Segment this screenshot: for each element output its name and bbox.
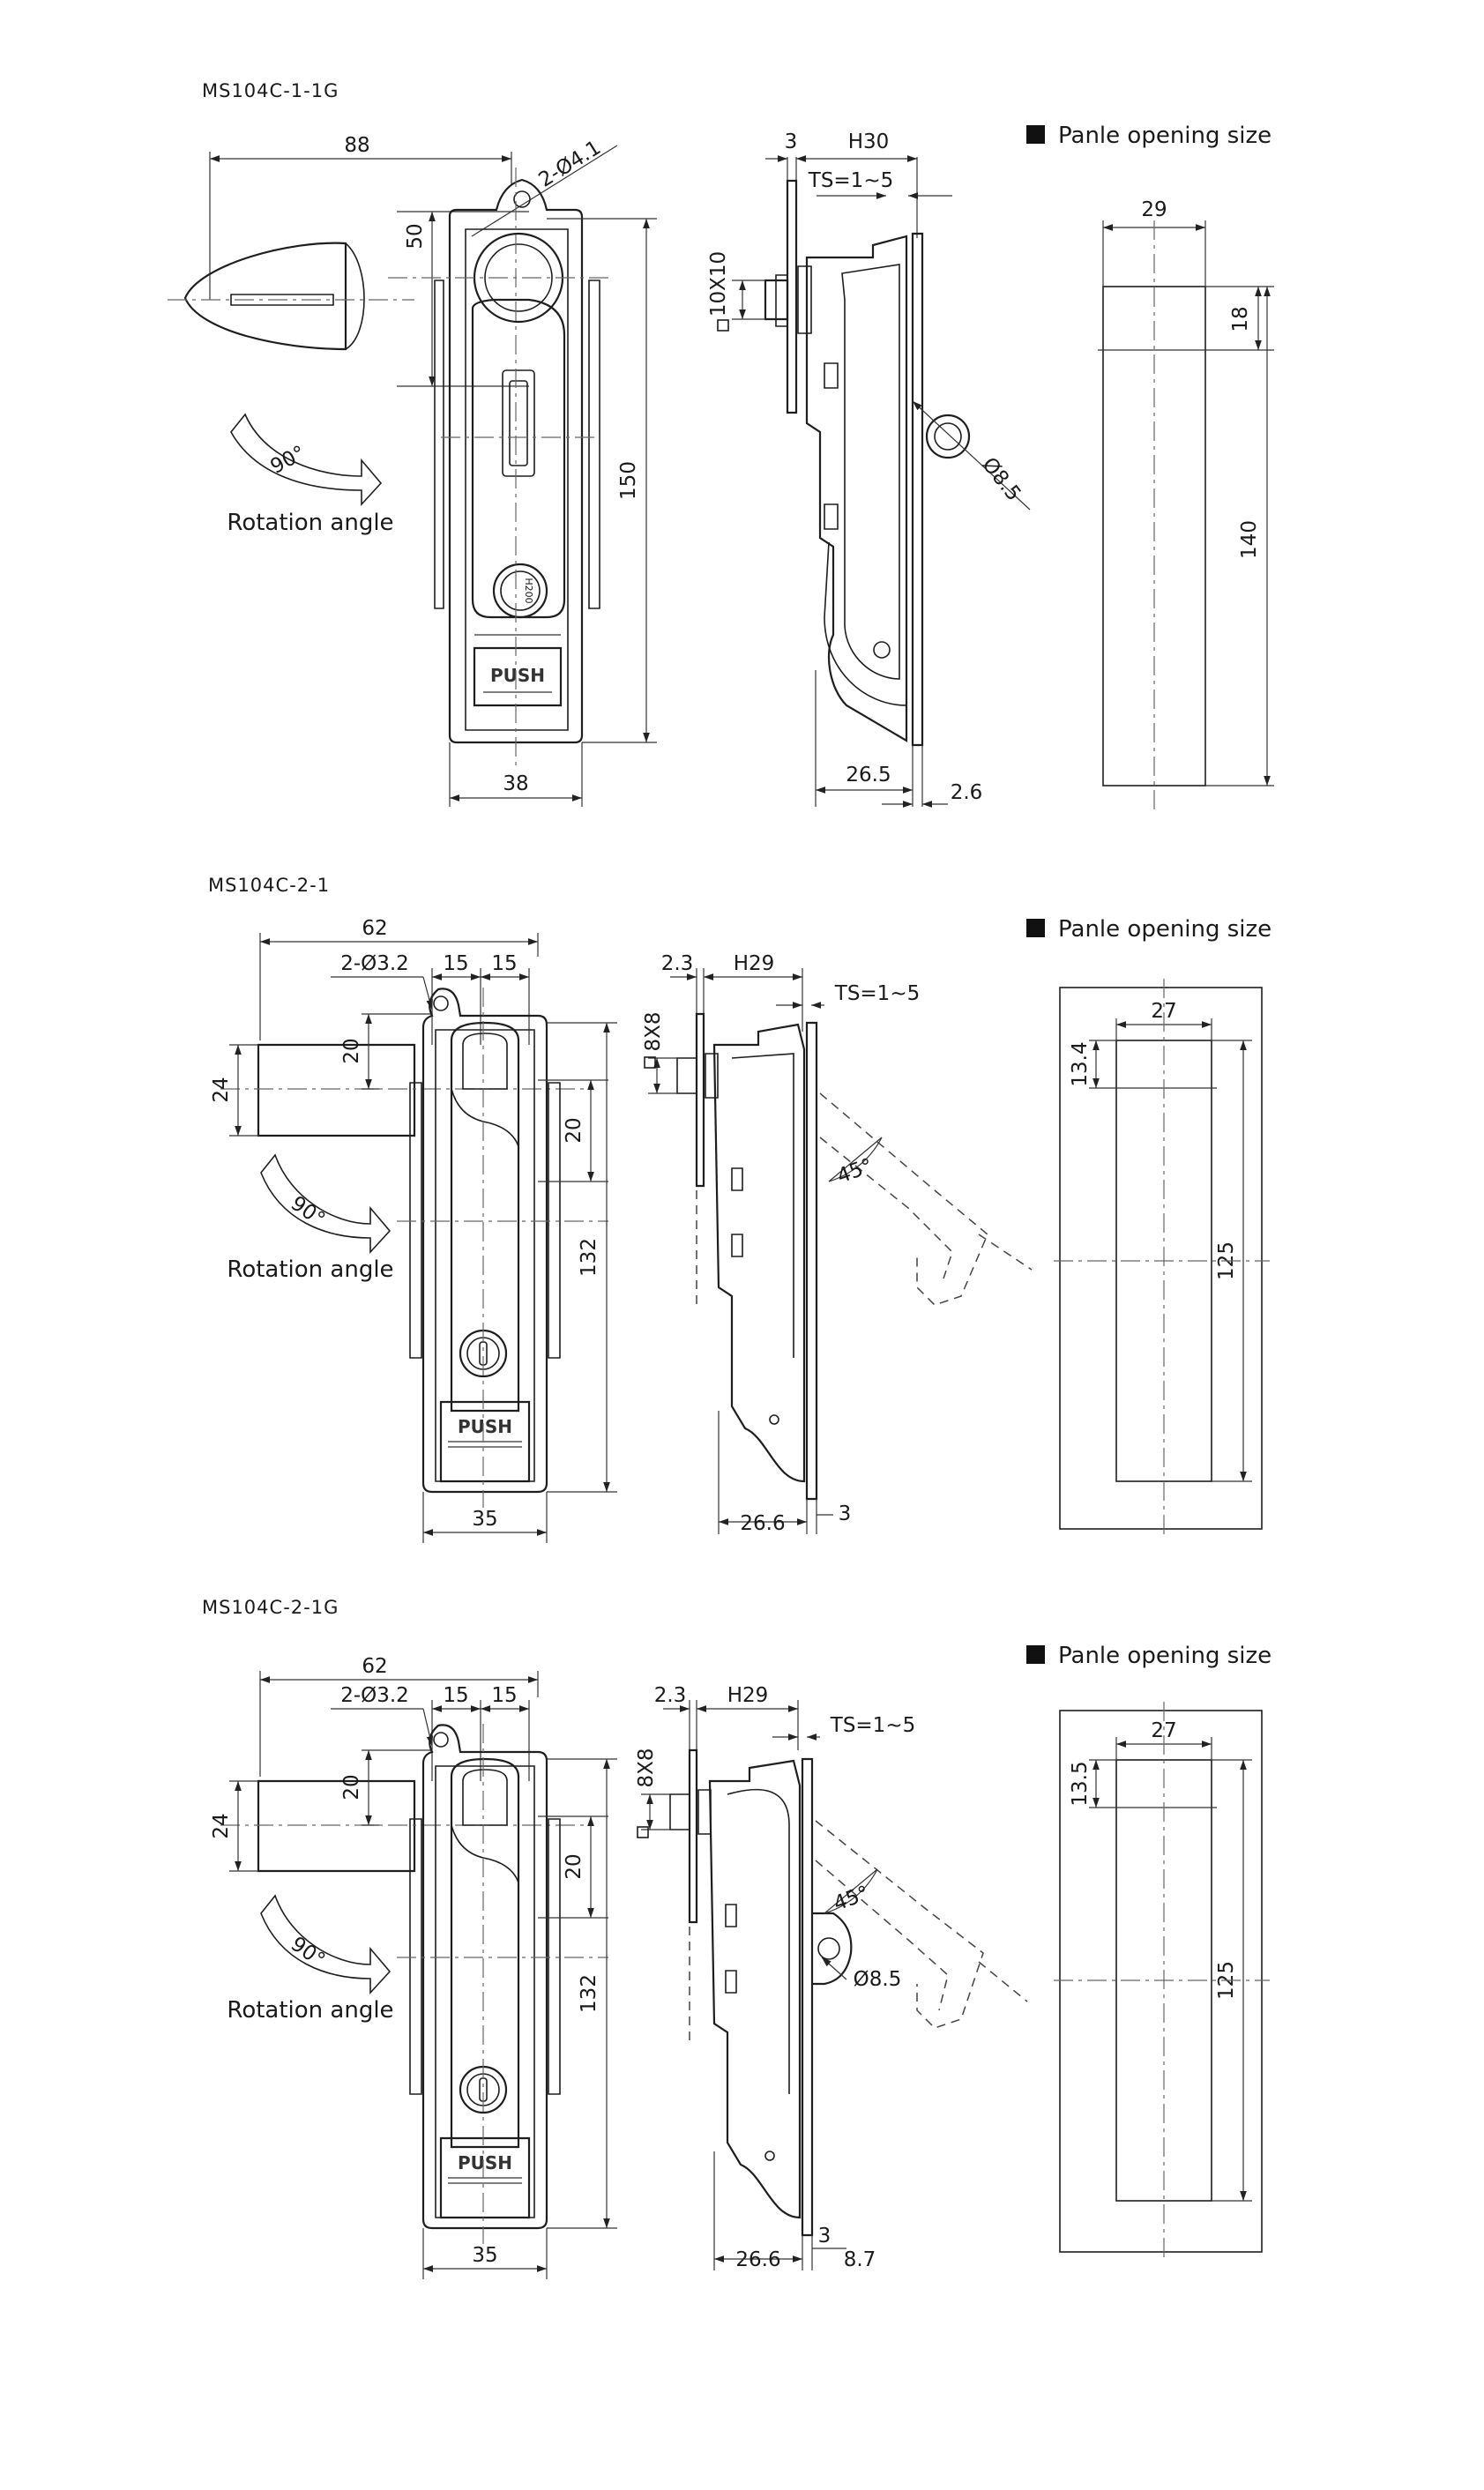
section-ms104c-2-1g: MS104C-2-1G 62 2-Ø3.2 15 15 24 20 xyxy=(202,1597,1271,2279)
side-view: 3 H30 TS=1~5 10X10 Ø8.5 xyxy=(707,130,1031,808)
dim-width-62: 62 xyxy=(362,1655,387,1678)
front-view: 88 2-Ø4.1 50 H200 PUSH xyxy=(168,134,657,807)
side-view: 2.3 H29 TS=1~5 8X8 Ø8.5 45° xyxy=(635,1684,1028,2271)
rotation-label: Rotation angle xyxy=(227,1997,393,2024)
dim-body-depth: 26.6 xyxy=(740,1512,785,1535)
side-view: 2.3 H29 TS=1~5 8X8 45° 26.6 3 xyxy=(642,952,1033,1535)
dim-height-132: 132 xyxy=(578,1974,600,2013)
dim-angle: 45° xyxy=(834,1154,876,1188)
section-ms104c-2-1: MS104C-2-1 62 2-Ø3.2 15 15 24 20 xyxy=(208,875,1271,1543)
dim-width-38: 38 xyxy=(503,772,528,795)
panel-opening: Panle opening size 27 13.5 125 xyxy=(1026,1643,1271,2262)
dim-depth: H30 xyxy=(848,130,890,153)
dim-square: 8X8 xyxy=(635,1748,658,1787)
dim-right-offset: 20 xyxy=(563,1853,585,1879)
dim-gap: 3 xyxy=(839,1502,852,1525)
svg-text:H200: H200 xyxy=(523,578,534,603)
rotation-label: Rotation angle xyxy=(227,510,393,536)
model-code: MS104C-1-1G xyxy=(202,80,339,101)
dim-lead: 2.3 xyxy=(654,1684,687,1707)
dim-lead: 2.3 xyxy=(661,952,694,975)
dim-hole: Ø8.5 xyxy=(854,1968,902,1991)
rotation-degrees: 90° xyxy=(287,1192,329,1232)
dim-ts: TS=1~5 xyxy=(830,1714,915,1737)
dim-gap: 2.6 xyxy=(951,781,983,804)
dim-width-35: 35 xyxy=(472,2244,497,2267)
dim-gap: 3 xyxy=(818,2225,831,2248)
dim-angle: 45° xyxy=(831,1882,872,1915)
model-code: MS104C-2-1G xyxy=(202,1597,339,1618)
dim-body-depth: 26.5 xyxy=(846,764,891,787)
dim-holes: 2-Ø3.2 xyxy=(340,952,409,975)
panel-top-offset: 13.5 xyxy=(1069,1761,1092,1806)
dim-half-b: 15 xyxy=(491,952,517,975)
dim-hole: Ø8.5 xyxy=(977,453,1025,505)
dim-lead: 3 xyxy=(785,130,798,153)
dim-right-offset: 20 xyxy=(563,1117,585,1143)
panel-height: 140 xyxy=(1238,520,1261,559)
dim-width-88: 88 xyxy=(344,134,369,157)
dim-handle-width: 24 xyxy=(210,1077,233,1102)
panel-width: 29 xyxy=(1141,198,1167,221)
dim-depth: H29 xyxy=(734,952,775,975)
dim-square: 10X10 xyxy=(707,251,730,317)
dim-ts: TS=1~5 xyxy=(834,982,920,1005)
dim-handle-width: 24 xyxy=(210,1813,233,1838)
dim-holes: 2-Ø3.2 xyxy=(340,1684,409,1707)
section-ms104c-1-1g: MS104C-1-1G 88 2-Ø4.1 50 xyxy=(168,80,1274,811)
dim-height-132: 132 xyxy=(578,1238,600,1277)
dim-half-b: 15 xyxy=(491,1684,517,1707)
panel-title: Panle opening size xyxy=(1058,123,1271,149)
dim-depth: H29 xyxy=(727,1684,769,1707)
rotation-label: Rotation angle xyxy=(227,1256,393,1283)
push-text: PUSH xyxy=(458,2152,512,2173)
panel-opening: Panle opening size 27 13.4 125 xyxy=(1026,916,1271,1539)
dim-handle-offset: 20 xyxy=(340,1038,363,1063)
dim-ts: TS=1~5 xyxy=(808,169,893,192)
dim-extra: 8.7 xyxy=(844,2248,876,2271)
dim-width-35: 35 xyxy=(472,1508,497,1531)
panel-title: Panle opening size xyxy=(1058,1643,1271,1669)
push-text: PUSH xyxy=(490,665,545,686)
dim-handle-offset: 20 xyxy=(340,1774,363,1800)
dim-half-a: 15 xyxy=(443,1684,468,1707)
front-view: 62 2-Ø3.2 15 15 24 20 PUSH xyxy=(210,917,617,1543)
rotation-degrees: 90° xyxy=(287,1933,329,1972)
dim-half-a: 15 xyxy=(443,952,468,975)
panel-top-offset: 13.4 xyxy=(1069,1041,1092,1086)
rotation-degrees: 90° xyxy=(267,442,309,479)
front-view: 62 2-Ø3.2 15 15 24 20 PUSH xyxy=(210,1655,617,2279)
dim-holes: 2-Ø4.1 xyxy=(534,136,605,191)
panel-opening: Panle opening size 29 18 140 xyxy=(1026,123,1274,811)
push-text: PUSH xyxy=(458,1416,512,1437)
panel-title: Panle opening size xyxy=(1058,916,1271,943)
dim-handle-offset: 50 xyxy=(404,223,427,249)
dim-square: 8X8 xyxy=(642,1011,665,1051)
panel-top-offset: 18 xyxy=(1229,306,1252,332)
dim-width-62: 62 xyxy=(362,917,387,940)
dim-height-150: 150 xyxy=(617,461,640,500)
model-code: MS104C-2-1 xyxy=(208,875,330,896)
dim-body-depth: 26.6 xyxy=(735,2248,780,2271)
